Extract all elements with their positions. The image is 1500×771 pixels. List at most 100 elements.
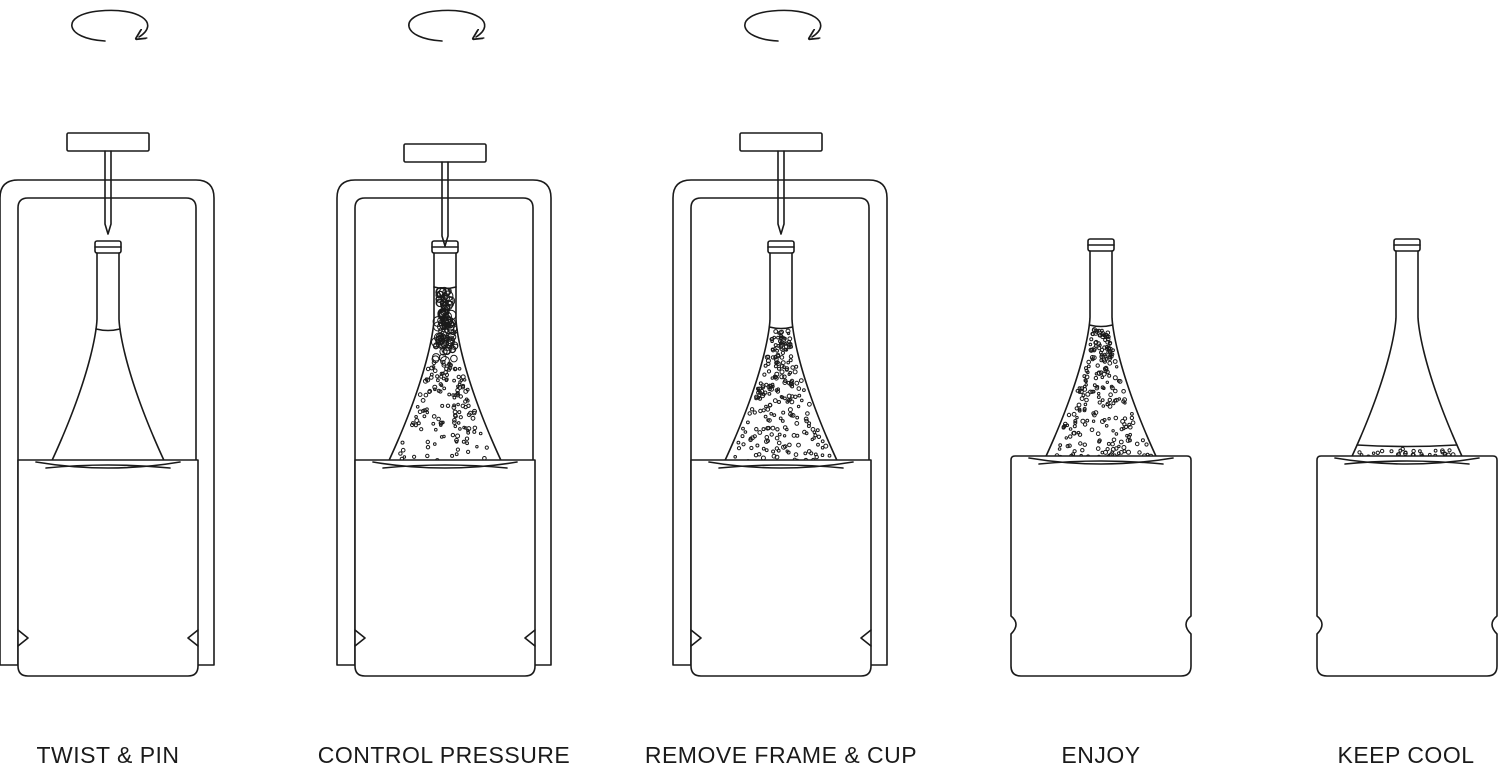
bubble — [1433, 448, 1438, 453]
bubble — [1099, 358, 1104, 363]
bubble — [1083, 378, 1088, 383]
bubble — [1440, 448, 1445, 454]
bubble — [782, 380, 788, 386]
bubble — [778, 339, 782, 344]
bubble — [1092, 383, 1097, 388]
bubble — [1089, 427, 1095, 433]
bubble — [1084, 397, 1089, 403]
bubble — [1090, 389, 1095, 394]
bubble — [1100, 419, 1105, 424]
bubble — [1085, 418, 1090, 423]
bubble — [758, 381, 763, 386]
cup-body — [17, 459, 199, 677]
bubble — [465, 441, 470, 446]
cooling-cup — [1010, 455, 1192, 677]
bubble — [1057, 447, 1062, 451]
bubble — [1108, 392, 1113, 398]
bubble — [478, 431, 483, 436]
pin-needle — [104, 150, 112, 235]
bubble — [463, 404, 468, 410]
bubble — [1094, 330, 1099, 334]
bubble — [746, 420, 750, 425]
bubble — [439, 423, 443, 427]
bubble — [1102, 359, 1108, 364]
step-5-label: KEEP COOL — [1337, 742, 1475, 768]
bubble — [796, 404, 801, 409]
bubble — [794, 380, 800, 386]
step-4 — [1010, 238, 1192, 677]
bubble — [1077, 407, 1082, 412]
bubbles — [398, 286, 502, 472]
bubble — [461, 439, 466, 444]
bubble — [790, 413, 796, 418]
bubble — [438, 382, 443, 387]
cup-opening — [382, 464, 508, 469]
bubble — [1081, 393, 1086, 398]
bubble — [774, 375, 779, 381]
bubble — [1114, 397, 1119, 403]
bubble — [788, 398, 793, 402]
bubble — [770, 355, 776, 360]
cup-rim — [372, 461, 518, 469]
bubble — [1079, 396, 1085, 402]
bubble — [816, 442, 820, 447]
bubble — [1105, 336, 1111, 342]
bubble — [434, 427, 438, 432]
bubble — [454, 440, 459, 444]
bubble — [767, 418, 772, 423]
bubble — [792, 369, 798, 375]
bottle — [1346, 238, 1468, 472]
bubble — [435, 298, 445, 308]
bubble — [1103, 365, 1109, 371]
bubble — [454, 452, 459, 457]
bubble — [1100, 398, 1105, 403]
bubble — [1079, 386, 1085, 392]
bubble — [1083, 402, 1088, 407]
cup-body — [354, 459, 536, 677]
cup-opening — [45, 464, 171, 469]
bubble — [412, 454, 417, 459]
pin-handle — [739, 132, 823, 152]
bubble — [1093, 375, 1099, 381]
bubble — [425, 366, 431, 372]
bubble — [777, 400, 781, 404]
bubble — [1121, 389, 1126, 394]
bubble — [756, 386, 760, 391]
bubble — [1140, 438, 1145, 443]
bubble — [1104, 357, 1109, 361]
bubble — [779, 369, 785, 375]
bubble — [1063, 421, 1068, 427]
bubble — [1389, 449, 1394, 454]
bubble — [785, 427, 789, 432]
bubble — [1107, 360, 1113, 366]
bubble — [1107, 340, 1113, 346]
bubble — [786, 360, 791, 365]
bubble — [782, 374, 787, 380]
liquid-surface — [1356, 444, 1458, 448]
bubble — [781, 444, 787, 450]
bubble — [1112, 359, 1118, 364]
bubble — [765, 407, 771, 412]
bubble — [435, 295, 444, 304]
bubble — [773, 347, 777, 351]
bubble — [423, 378, 428, 384]
bubble — [754, 427, 759, 432]
bubble — [741, 442, 746, 447]
bubble — [1107, 373, 1112, 378]
bubble — [775, 389, 781, 394]
bubble — [414, 418, 420, 424]
bubble — [1072, 449, 1077, 454]
bubble — [433, 442, 437, 446]
bubble — [757, 386, 762, 392]
bubble — [453, 424, 458, 429]
bubble — [749, 407, 755, 412]
bubble — [472, 408, 477, 414]
bubble — [787, 442, 792, 448]
bubble — [1100, 334, 1106, 340]
bubble — [472, 429, 477, 434]
bubble — [756, 396, 761, 400]
bubble — [758, 390, 763, 395]
pressure-pin — [66, 132, 150, 235]
bubble — [400, 447, 406, 453]
bubble — [774, 360, 779, 365]
